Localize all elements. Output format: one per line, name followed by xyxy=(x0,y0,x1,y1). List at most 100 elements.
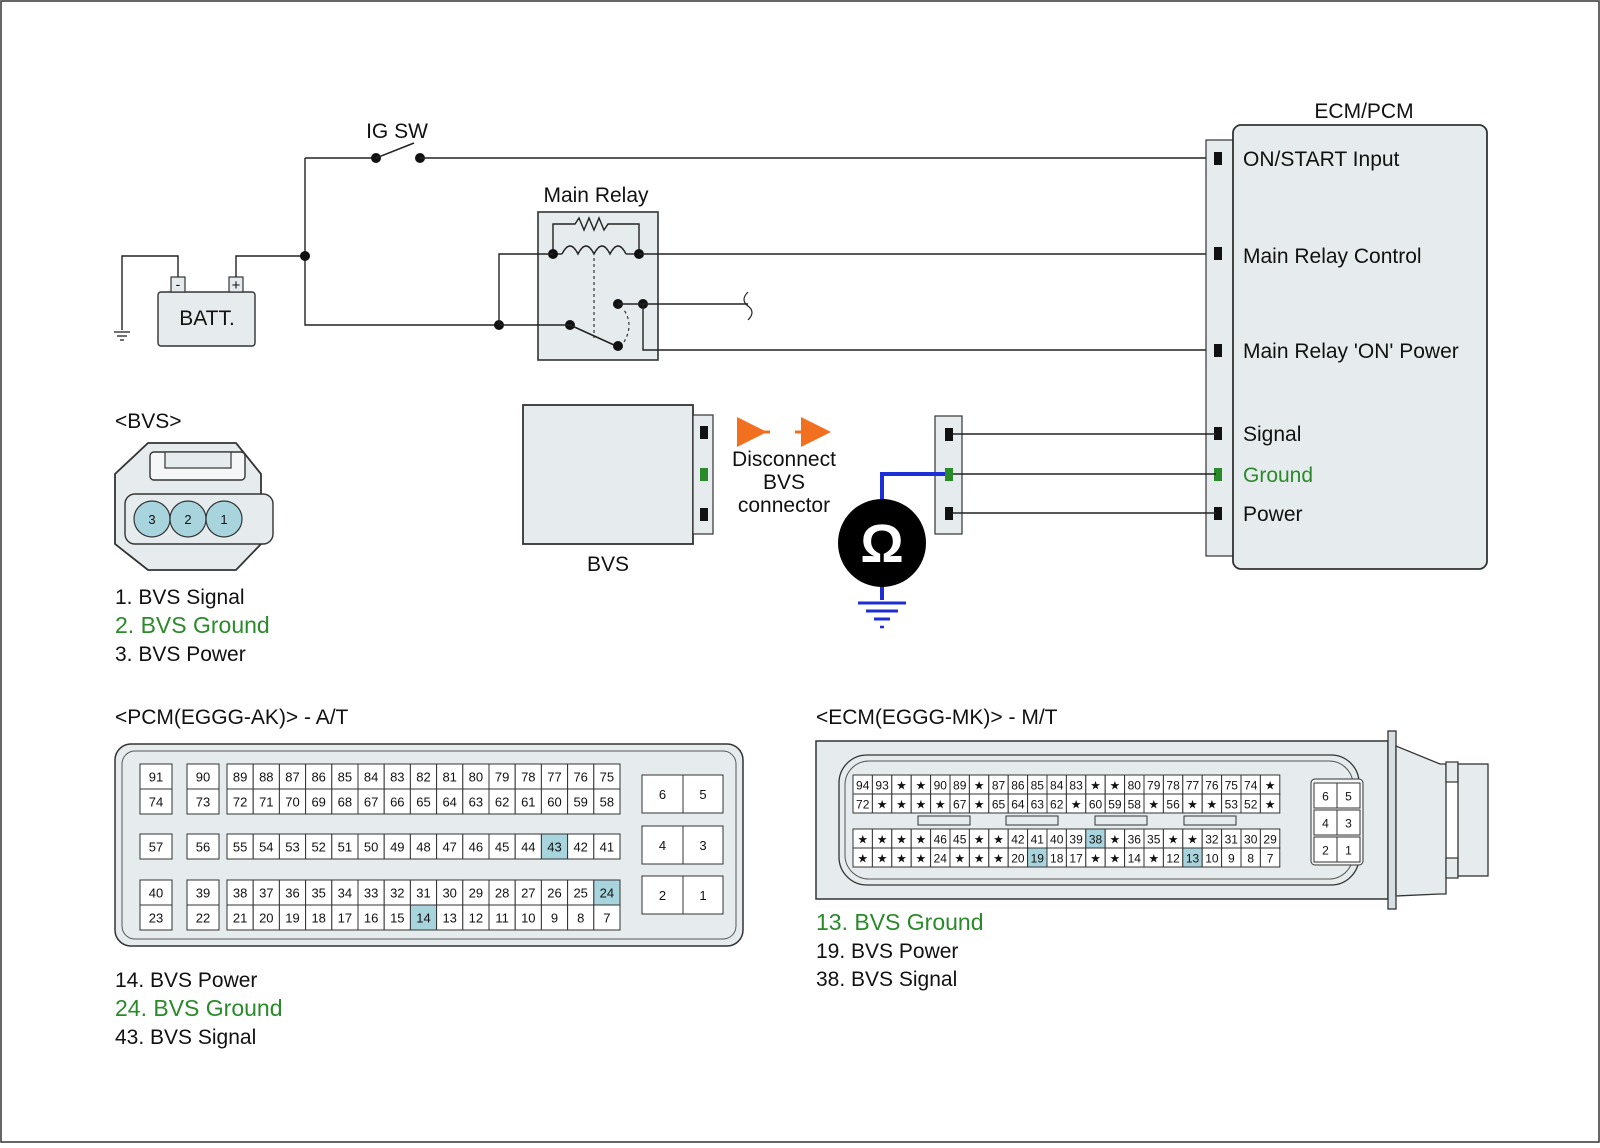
pin-number: 45 xyxy=(953,833,967,847)
pin-number: 44 xyxy=(521,840,535,855)
ohm-symbol: Ω xyxy=(860,514,903,574)
pin-number: ★ xyxy=(1265,798,1276,812)
connector-pin: ★ xyxy=(871,847,893,868)
connector-pin: 58 xyxy=(1124,793,1145,814)
pin-number: 2 xyxy=(659,888,666,903)
pin-number: ★ xyxy=(1090,779,1101,793)
connector-pin: 38 xyxy=(226,879,254,906)
pin-number: 74 xyxy=(1244,779,1258,793)
pin-number: ★ xyxy=(916,798,927,812)
pin-number: ★ xyxy=(896,779,907,793)
connector-pin: 8 xyxy=(1240,847,1261,868)
pin-number: 81 xyxy=(442,770,456,785)
pin-number: 18 xyxy=(1050,852,1064,866)
connector-pin: 72 xyxy=(852,793,873,814)
disconnect-text-line3: connector xyxy=(738,494,830,517)
pin-number: 47 xyxy=(442,840,456,855)
pin-number: 58 xyxy=(1128,798,1142,812)
pin-number: ★ xyxy=(1110,852,1121,866)
pin-number: 9 xyxy=(1228,852,1235,866)
connector-pin: 21 xyxy=(226,904,254,931)
pin-number: 56 xyxy=(196,840,210,855)
pin-number: 29 xyxy=(1263,833,1277,847)
connector-pin: 84 xyxy=(357,763,385,790)
connector-pin: 56 xyxy=(186,833,220,860)
bvs-connector-title: <BVS> xyxy=(115,410,182,433)
pin-number: 75 xyxy=(600,770,614,785)
connector-pin: 65 xyxy=(988,793,1009,814)
connector-pin: ★ xyxy=(1085,847,1106,868)
connector-pin: 34 xyxy=(331,879,359,906)
connector-pin: ★ xyxy=(968,828,990,849)
connector-pin: ★ xyxy=(910,847,932,868)
pin-number: 78 xyxy=(1166,779,1180,793)
connector-pin: 12 xyxy=(462,904,490,931)
connector-pin: 65 xyxy=(409,788,438,815)
pin-number: ★ xyxy=(1071,798,1082,812)
pin-number: 78 xyxy=(521,770,535,785)
connector-pin: ★ xyxy=(891,793,912,814)
battery: - + BATT. xyxy=(157,276,256,347)
pin-number: 62 xyxy=(1050,798,1064,812)
connector-pin: ★ xyxy=(968,847,990,868)
pin-number: ★ xyxy=(974,779,985,793)
pin-number: 56 xyxy=(1166,798,1180,812)
pin-number: ★ xyxy=(857,833,868,847)
connector-pin: ★ xyxy=(910,793,932,814)
pin-number: 40 xyxy=(1050,833,1064,847)
battery-plus-label: + xyxy=(232,277,241,294)
pin-number: 60 xyxy=(547,795,561,810)
pin-number: 77 xyxy=(547,770,561,785)
connector-pin: 29 xyxy=(1259,828,1281,849)
pin-number: 59 xyxy=(573,795,587,810)
connector-pin: 30 xyxy=(436,879,464,906)
connector-pin: 20 xyxy=(1007,847,1029,868)
pin-number: ★ xyxy=(877,798,888,812)
pin-number: 85 xyxy=(338,770,352,785)
connector-pin: 4 xyxy=(1313,809,1338,836)
pin-number: 19 xyxy=(1031,852,1045,866)
pin-number: 3 xyxy=(1345,817,1352,831)
pin-number: 17 xyxy=(338,911,352,926)
connector-pin: 67 xyxy=(357,788,385,815)
pin-number: 7 xyxy=(603,911,610,926)
connector-pin: 38 xyxy=(1085,828,1106,849)
connector-pin: 23 xyxy=(139,904,173,931)
battery-label: BATT. xyxy=(179,307,235,330)
pin-number: ★ xyxy=(1168,833,1179,847)
connector-pin: 10 xyxy=(1201,847,1223,868)
pin-number: 8 xyxy=(577,911,584,926)
pin-number: 13 xyxy=(442,911,456,926)
wire-break-symbol xyxy=(743,291,753,321)
bvs-legend-3: 3. BVS Power xyxy=(115,643,246,666)
connector-pin: 24 xyxy=(593,879,621,906)
pin-number: 11 xyxy=(495,911,509,926)
pin-number: ★ xyxy=(1148,798,1159,812)
pin-number: 10 xyxy=(521,911,535,926)
ecm-terminal-main-relay-control: Main Relay Control xyxy=(1243,245,1422,268)
connector-pin: 64 xyxy=(1007,793,1029,814)
pin-number: 13 xyxy=(1186,852,1200,866)
disconnect-indicator: Disconnect BVS connector xyxy=(732,417,836,517)
connector-pin: 62 xyxy=(1046,793,1067,814)
pin-number: 79 xyxy=(495,770,509,785)
connector-pin: 19 xyxy=(278,904,307,931)
connector-pin: 56 xyxy=(1162,793,1184,814)
pin-number: 89 xyxy=(953,779,967,793)
connector-pin: 78 xyxy=(514,763,542,790)
pin-number: 79 xyxy=(1147,779,1161,793)
pin-number: 35 xyxy=(311,886,325,901)
connector-pin: 37 xyxy=(252,879,280,906)
pin-number: 88 xyxy=(259,770,273,785)
pin-number: 37 xyxy=(259,886,273,901)
pin-number: 3 xyxy=(699,838,706,853)
connector-pin: 55 xyxy=(226,833,254,860)
disconnect-text-line2: BVS xyxy=(763,471,805,494)
pin-number: 89 xyxy=(233,770,247,785)
pin-number: 30 xyxy=(442,886,456,901)
circuit-schematic: - + BATT. IG SW Main Relay xyxy=(114,100,1488,629)
connector-pin: ★ xyxy=(891,847,912,868)
ohmmeter: Ω xyxy=(838,472,945,629)
